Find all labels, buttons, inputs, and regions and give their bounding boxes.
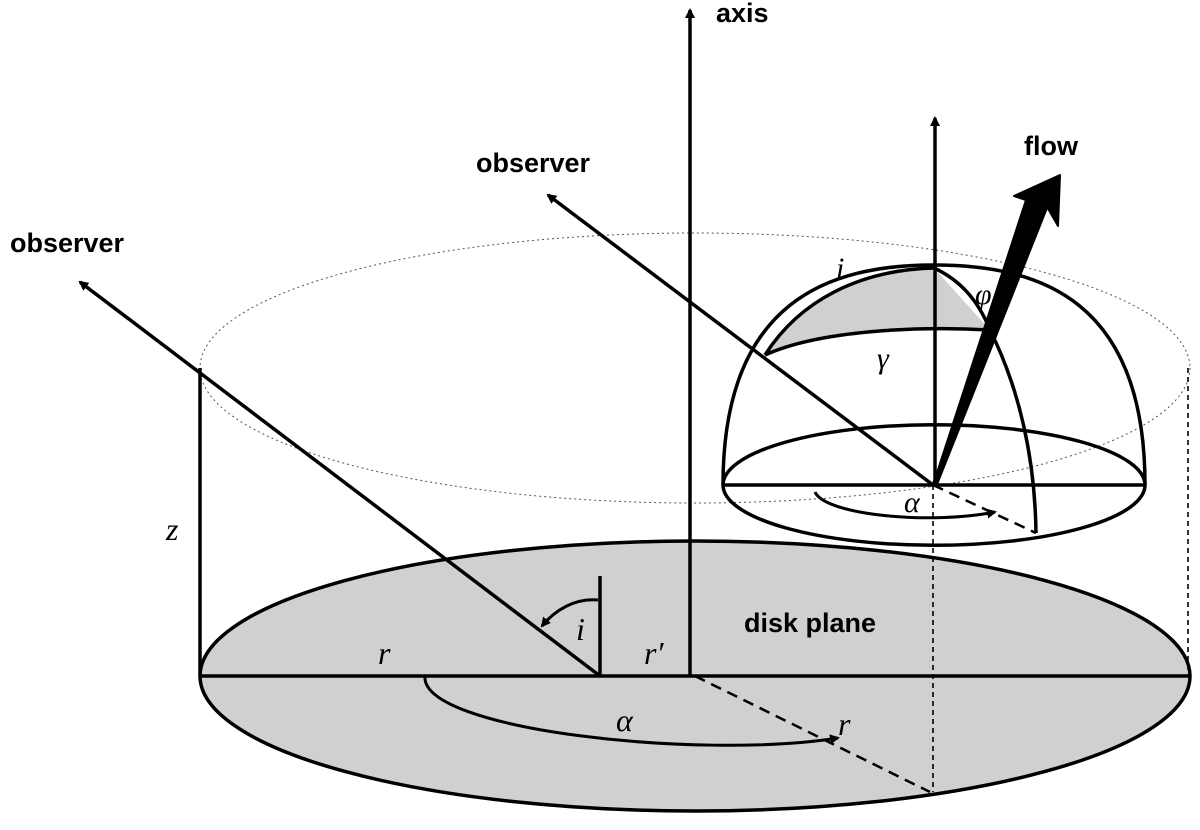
observer-left-arrow <box>78 280 602 678</box>
disk-radius-dashed <box>694 674 931 794</box>
label-z: z <box>165 511 179 547</box>
hemisphere-radius-dashed <box>932 483 1037 535</box>
flow-arrow-shaft <box>932 198 1051 486</box>
label-i-hemi: i <box>836 252 844 285</box>
label-disk-plane: disk plane <box>744 608 876 638</box>
hemisphere-meridian <box>988 329 1038 534</box>
label-r-prime: r′ <box>644 635 664 671</box>
cylinder-top-ellipse <box>199 232 1191 504</box>
label-phi: φ <box>975 278 992 311</box>
alpha-arc-hemisphere <box>813 491 997 520</box>
label-gamma: γ <box>877 342 890 375</box>
label-alpha-hemi: α <box>904 486 921 519</box>
label-alpha-disk: α <box>616 702 634 738</box>
label-observer-center: observer <box>476 148 591 178</box>
arc-gamma <box>764 326 991 357</box>
label-flow: flow <box>1024 131 1079 161</box>
label-observer-left: observer <box>10 228 125 258</box>
hemisphere-base-front <box>721 484 1147 548</box>
label-r-left: r <box>378 635 391 671</box>
arc-i-hemisphere <box>763 266 935 356</box>
inclination-arc-disk <box>540 598 599 628</box>
label-i-disk: i <box>576 611 585 647</box>
label-axis: axis <box>716 0 769 28</box>
observer-center-arrow <box>546 193 935 487</box>
label-r-right: r <box>838 706 851 742</box>
alpha-arc-disk <box>423 675 840 747</box>
